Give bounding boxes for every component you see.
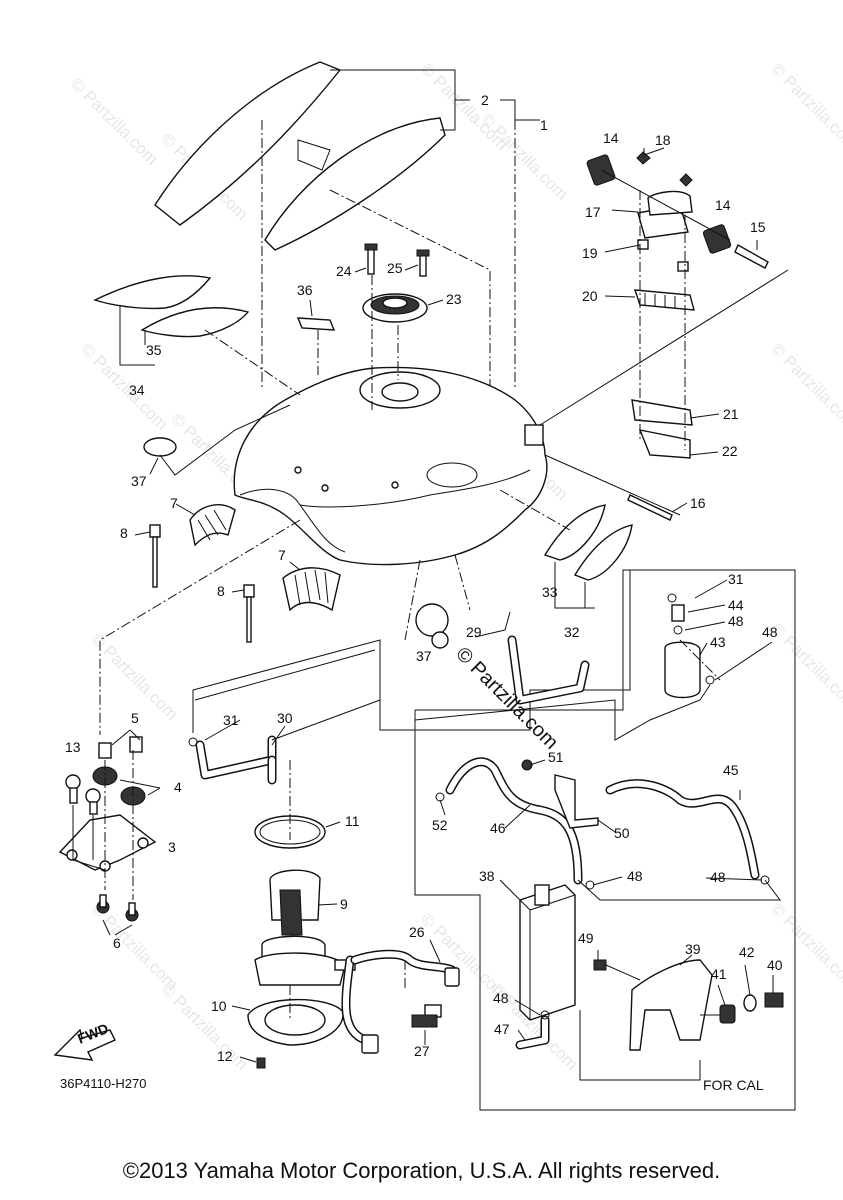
callout-10: 10 — [211, 998, 227, 1014]
callout-5: 5 — [131, 710, 139, 726]
callout-8: 8 — [217, 583, 225, 599]
callout-14: 14 — [715, 197, 731, 213]
callout-34: 34 — [129, 382, 145, 398]
callout-48: 48 — [728, 613, 744, 629]
callout-13: 13 — [65, 739, 81, 755]
forward-arrow-icon: FWD — [53, 1020, 116, 1061]
watermark: © Partzilla.com — [767, 59, 843, 153]
fuel-cap-ring — [362, 243, 430, 410]
callout-6: 6 — [113, 935, 121, 951]
tie-strap-and-protector — [149, 504, 341, 643]
callout-8: 8 — [120, 525, 128, 541]
callout-17: 17 — [585, 204, 601, 220]
callout-25: 25 — [387, 260, 403, 276]
callout-12: 12 — [217, 1048, 233, 1064]
callout-7: 7 — [170, 495, 178, 511]
callout-1: 1 — [540, 117, 548, 133]
callout-48: 48 — [710, 869, 726, 885]
watermark: © Partzilla.com — [767, 339, 843, 433]
small-pad-36 — [296, 317, 336, 375]
california-canister-group — [414, 569, 796, 1111]
callout-21: 21 — [723, 406, 739, 422]
callout-48: 48 — [627, 868, 643, 884]
callout-30: 30 — [277, 710, 293, 726]
callout-26: 26 — [409, 924, 425, 940]
callout-47: 47 — [494, 1021, 510, 1037]
callout-37: 37 — [131, 473, 147, 489]
callout-49: 49 — [578, 930, 594, 946]
callout-42: 42 — [739, 944, 755, 960]
side-pad-right — [499, 489, 633, 609]
callout-labels: 1 2 3 4 5 6 7 7 8 8 9 10 11 12 13 14 14 … — [65, 92, 783, 1064]
wire-harness — [341, 949, 460, 1054]
callout-15: 15 — [750, 219, 766, 235]
tank-mount-bracket-assembly — [539, 151, 789, 521]
for-cal-label: FOR CAL — [703, 1077, 764, 1093]
callout-7: 7 — [278, 547, 286, 563]
callout-2: 2 — [481, 92, 489, 108]
callout-51: 51 — [548, 749, 564, 765]
callout-38: 38 — [479, 868, 495, 884]
callout-leaders — [134, 147, 774, 1063]
callout-41: 41 — [711, 966, 727, 982]
callout-31: 31 — [223, 712, 239, 728]
callout-27: 27 — [414, 1043, 430, 1059]
callout-40: 40 — [767, 957, 783, 973]
side-pad-left — [93, 275, 301, 396]
callout-24: 24 — [336, 263, 352, 279]
lower-mount-bracket — [58, 519, 301, 936]
callout-37: 37 — [416, 648, 432, 664]
callout-46: 46 — [490, 820, 506, 836]
callout-50: 50 — [614, 825, 630, 841]
tank-side-decal-upper — [154, 61, 446, 251]
callout-36: 36 — [297, 282, 313, 298]
watermark: © Partzilla.com — [477, 109, 571, 203]
callout-19: 19 — [582, 245, 598, 261]
callout-29: 29 — [466, 624, 482, 640]
callout-48: 48 — [493, 990, 509, 1006]
callout-44: 44 — [728, 597, 744, 613]
callout-48: 48 — [762, 624, 778, 640]
callout-23: 23 — [446, 291, 462, 307]
small-pad-37 — [143, 404, 471, 649]
callout-20: 20 — [582, 288, 598, 304]
callout-16: 16 — [690, 495, 706, 511]
fuel-hose-pump — [188, 570, 631, 785]
callout-11: 11 — [345, 813, 360, 829]
watermark: © Partzilla.com — [767, 619, 843, 713]
callout-3: 3 — [168, 839, 176, 855]
callout-43: 43 — [710, 634, 726, 650]
watermark: © Partzilla.com — [67, 74, 161, 168]
callout-45: 45 — [723, 762, 739, 778]
fuel-tank — [233, 366, 548, 566]
callout-9: 9 — [340, 896, 348, 912]
callout-31: 31 — [728, 571, 744, 587]
callout-22: 22 — [722, 443, 738, 459]
callout-39: 39 — [685, 941, 701, 957]
diagram-code: 36P4110-H270 — [60, 1076, 147, 1091]
watermark: © Partzilla.com — [157, 979, 251, 1073]
breather-hose — [504, 611, 590, 705]
copyright-footer: ©2013 Yamaha Motor Corporation, U.S.A. A… — [122, 1158, 721, 1183]
callout-33: 33 — [542, 584, 558, 600]
watermark: © Partzilla.com — [767, 899, 843, 993]
callout-14: 14 — [603, 130, 619, 146]
callout-4: 4 — [174, 779, 182, 795]
callout-35: 35 — [146, 342, 162, 358]
callout-52: 52 — [432, 817, 448, 833]
callout-18: 18 — [655, 132, 671, 148]
fuel-pump-assembly — [247, 760, 356, 1069]
callout-32: 32 — [564, 624, 580, 640]
